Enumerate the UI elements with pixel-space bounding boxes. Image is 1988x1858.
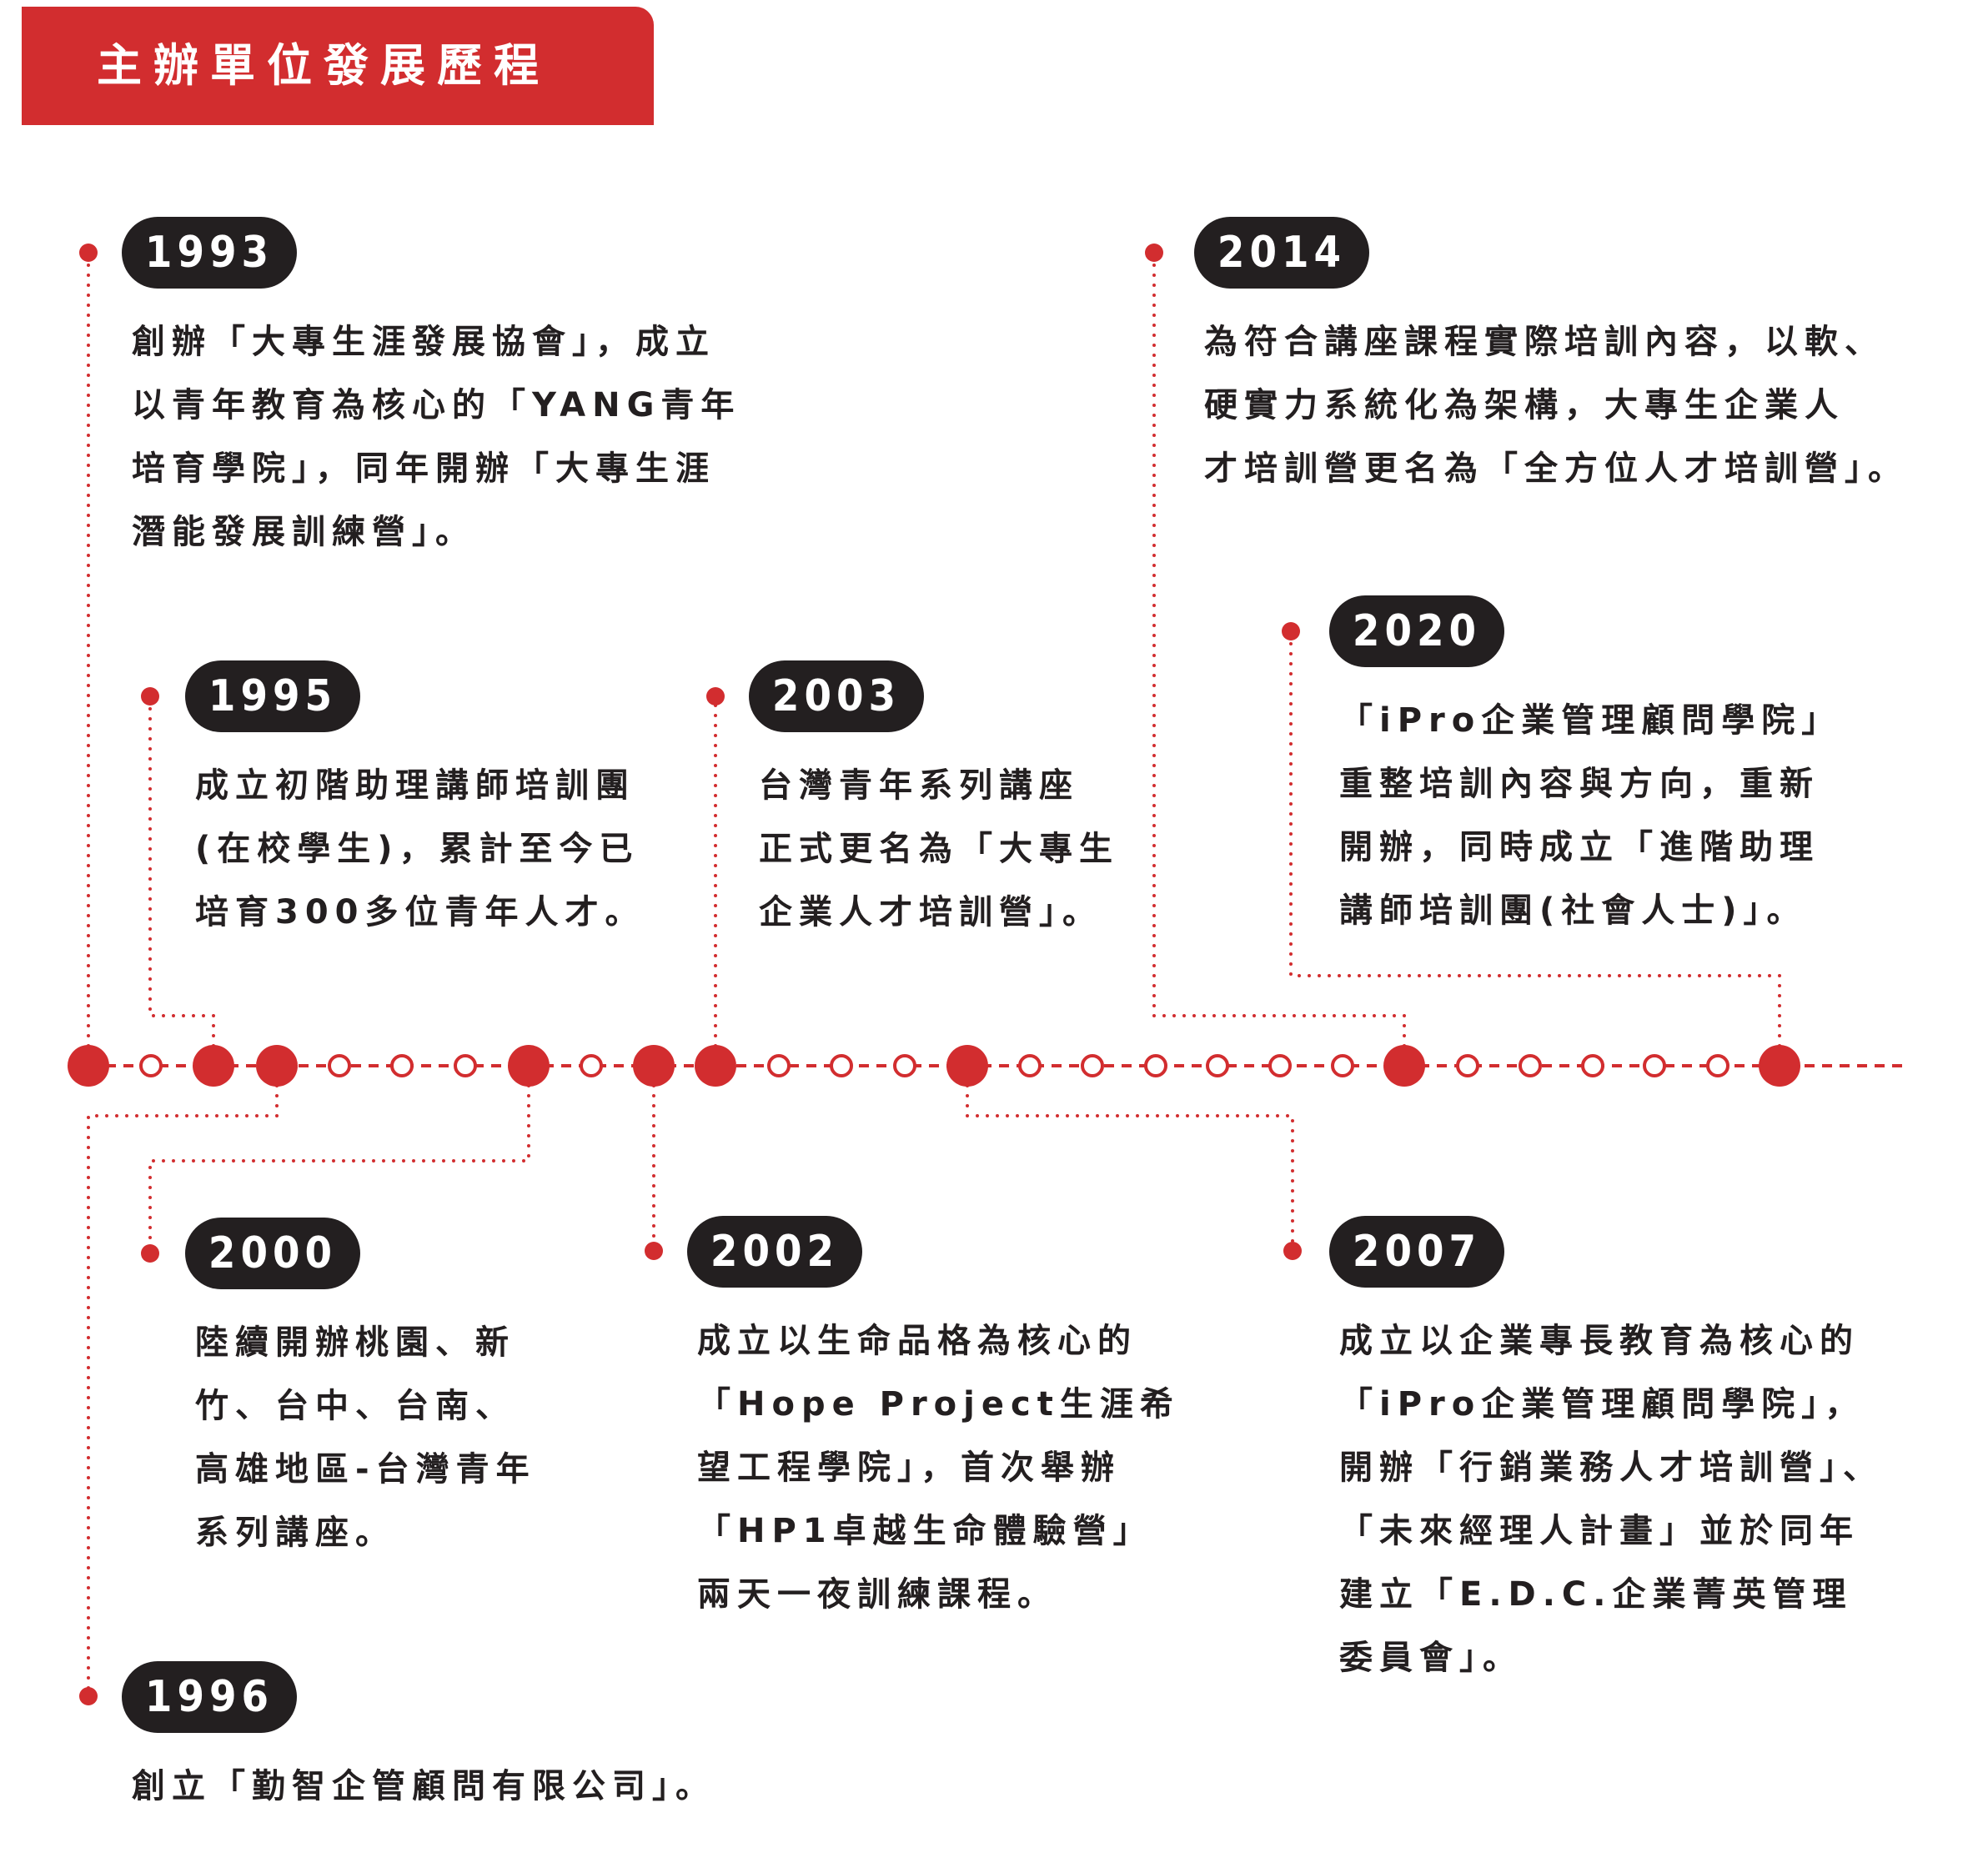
description-line: 創立「勤智企管顧問有限公司」。 <box>132 1767 715 1805</box>
event-marker <box>1383 1045 1425 1087</box>
year-badge: 2014 <box>1194 217 1369 289</box>
description-line: 建立「E.D.C.企業菁英管理 <box>1339 1575 1853 1614</box>
description-line: 高雄地區-台灣青年 <box>195 1450 536 1489</box>
year-tick-marker <box>830 1054 853 1077</box>
year-tick-marker <box>1643 1054 1666 1077</box>
year-badge: 1996 <box>122 1661 297 1733</box>
description-line: 重整培訓內容與方向，重新 <box>1339 765 1820 803</box>
year-badge: 2007 <box>1329 1216 1504 1288</box>
year-badge: 2003 <box>749 660 924 732</box>
header-banner: 主辦單位發展歷程 <box>22 7 654 125</box>
year-tick-marker <box>1456 1054 1479 1077</box>
year-badge: 2002 <box>687 1216 862 1288</box>
connector-end-dot <box>1145 244 1163 262</box>
description-line: 潛能發展訓練營」。 <box>132 513 475 551</box>
event-marker <box>946 1045 988 1087</box>
description-line: 講師培訓團(社會人士)」。 <box>1339 891 1807 930</box>
year-badge: 2000 <box>185 1218 360 1289</box>
connector-line <box>148 695 215 1067</box>
year-tick-marker <box>1581 1054 1604 1077</box>
connector-line <box>1289 630 1781 1067</box>
event-marker <box>633 1045 675 1087</box>
description-line: 為符合講座課程實際培訓內容，以軟、 <box>1204 323 1885 361</box>
description-line: 企業人才培訓營」。 <box>759 893 1102 932</box>
connector-end-dot <box>141 1244 159 1263</box>
event-description: 台灣青年系列講座 正式更名為「大專生 企業人才培訓營」。 <box>759 754 1119 944</box>
event-description: 「iPro企業管理顧問學院」 重整培訓內容與方向，重新 開辦，同時成立「進階助理… <box>1339 689 1841 942</box>
description-line: 成立以企業專長教育為核心的 <box>1339 1322 1860 1360</box>
event-marker <box>695 1045 736 1087</box>
description-line: 正式更名為「大專生 <box>759 830 1119 868</box>
description-line: 竹、台中、台南、 <box>195 1387 515 1425</box>
description-line: 培育學院」，同年開辦「大專生涯 <box>132 449 715 488</box>
description-line: 才培訓營更名為「全方位人才培訓營」。 <box>1204 449 1908 488</box>
description-line: 「iPro企業管理顧問學院」， <box>1339 1385 1865 1424</box>
connector-end-dot <box>1282 622 1300 640</box>
description-line: 「iPro企業管理顧問學院」 <box>1339 701 1842 740</box>
year-tick-marker <box>1268 1054 1292 1077</box>
description-line: (在校學生)，累計至今已 <box>195 830 640 868</box>
description-line: 硬實力系統化為架構，大專生企業人 <box>1204 386 1845 424</box>
event-description: 陸續開辦桃園、新 竹、台中、台南、 高雄地區-台灣青年 系列講座。 <box>195 1311 536 1564</box>
connector-end-dot <box>141 687 159 706</box>
description-line: 陸續開辦桃園、新 <box>195 1323 515 1362</box>
year-tick-marker <box>1081 1054 1104 1077</box>
event-marker <box>193 1045 234 1087</box>
event-marker <box>256 1045 298 1087</box>
year-tick-marker <box>139 1054 163 1077</box>
connector-line <box>1152 251 1406 1067</box>
description-line: 兩天一夜訓練課程。 <box>697 1575 1057 1614</box>
year-tick-marker <box>1206 1054 1229 1077</box>
year-badge: 2020 <box>1329 595 1504 667</box>
description-line: 開辦，同時成立「進階助理 <box>1339 828 1820 866</box>
description-line: 以青年教育為核心的「YANG青年 <box>132 386 741 424</box>
year-tick-marker <box>1706 1054 1729 1077</box>
page-title: 主辦單位發展歷程 <box>97 39 550 92</box>
year-tick-marker <box>1331 1054 1354 1077</box>
event-marker <box>1759 1045 1800 1087</box>
event-description: 成立以企業專長教育為核心的 「iPro企業管理顧問學院」， 開辦「行銷業務人才培… <box>1339 1309 1883 1690</box>
year-tick-marker <box>454 1054 477 1077</box>
year-tick-marker <box>1018 1054 1042 1077</box>
event-marker <box>68 1045 109 1087</box>
description-line: 委員會」。 <box>1339 1639 1523 1677</box>
connector-end-dot <box>706 687 725 706</box>
year-badge: 1993 <box>122 217 297 289</box>
connector-end-dot <box>645 1242 663 1260</box>
description-line: 「Hope Project生涯希 <box>697 1385 1180 1424</box>
year-tick-marker <box>1144 1054 1167 1077</box>
event-marker <box>508 1045 550 1087</box>
connector-line <box>87 1064 279 1698</box>
description-line: 系列講座。 <box>195 1514 395 1552</box>
event-description: 成立以生命品格為核心的 「Hope Project生涯希 望工程學院」，首次舉辦… <box>697 1309 1180 1626</box>
event-description: 創立「勤智企管顧問有限公司」。 <box>132 1755 715 1818</box>
connector-line <box>148 1064 530 1255</box>
event-description: 創辦「大專生涯發展協會」，成立 以青年教育為核心的「YANG青年 培育學院」，同… <box>132 310 740 564</box>
description-line: 成立以生命品格為核心的 <box>697 1322 1137 1360</box>
description-line: 開辦「行銷業務人才培訓營」、 <box>1339 1449 1883 1487</box>
description-line: 望工程學院」，首次舉辦 <box>697 1449 1121 1487</box>
connector-end-dot <box>79 1687 98 1705</box>
description-line: 創辦「大專生涯發展協會」，成立 <box>132 323 715 361</box>
event-description: 為符合講座課程實際培訓內容，以軟、 硬實力系統化為架構，大專生企業人 才培訓營更… <box>1204 310 1908 500</box>
year-tick-marker <box>328 1054 351 1077</box>
year-tick-marker <box>390 1054 414 1077</box>
description-line: 「HP1卓越生命體驗營」 <box>697 1512 1153 1550</box>
connector-end-dot <box>1283 1242 1302 1260</box>
year-tick-marker <box>893 1054 916 1077</box>
year-tick-marker <box>580 1054 603 1077</box>
description-line: 成立初階助理講師培訓團 <box>195 766 635 805</box>
description-line: 台灣青年系列講座 <box>759 766 1079 805</box>
description-line: 「未來經理人計畫」並於同年 <box>1339 1512 1860 1550</box>
connector-line <box>966 1064 1294 1253</box>
connector-end-dot <box>79 244 98 262</box>
description-line: 培育300多位青年人才。 <box>195 893 645 932</box>
event-description: 成立初階助理講師培訓團 (在校學生)，累計至今已 培育300多位青年人才。 <box>195 754 645 944</box>
year-tick-marker <box>767 1054 791 1077</box>
year-badge: 1995 <box>185 660 360 732</box>
year-tick-marker <box>1519 1054 1542 1077</box>
